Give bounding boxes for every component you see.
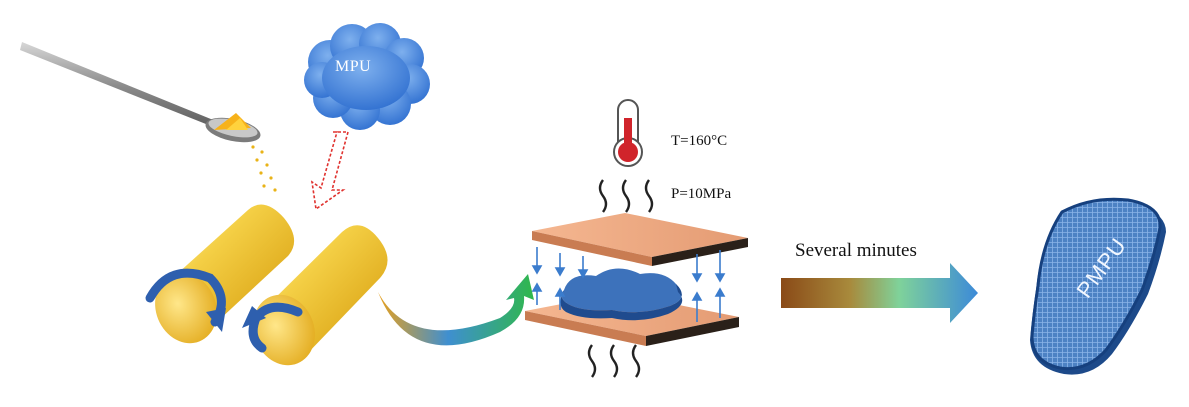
- heat-waves-top: [598, 179, 654, 213]
- time-label: Several minutes: [795, 240, 917, 261]
- hot-press: [525, 213, 748, 346]
- spoon-icon: [20, 42, 261, 143]
- thermometer-icon: [613, 99, 643, 167]
- transfer-arrow: [378, 274, 534, 346]
- temperature-label: T=160°C: [671, 133, 728, 149]
- feed-arrow: [310, 131, 350, 211]
- two-roll-mill: [145, 204, 388, 366]
- time-arrow: [781, 263, 978, 323]
- falling-powder: [251, 145, 277, 192]
- mpu-label: MPU: [335, 58, 372, 75]
- mpu-cloud: [304, 23, 430, 130]
- heat-waves-bottom: [587, 344, 641, 378]
- pressure-label: P=10MPa: [671, 186, 732, 202]
- pmpu-sheet: [1030, 197, 1166, 375]
